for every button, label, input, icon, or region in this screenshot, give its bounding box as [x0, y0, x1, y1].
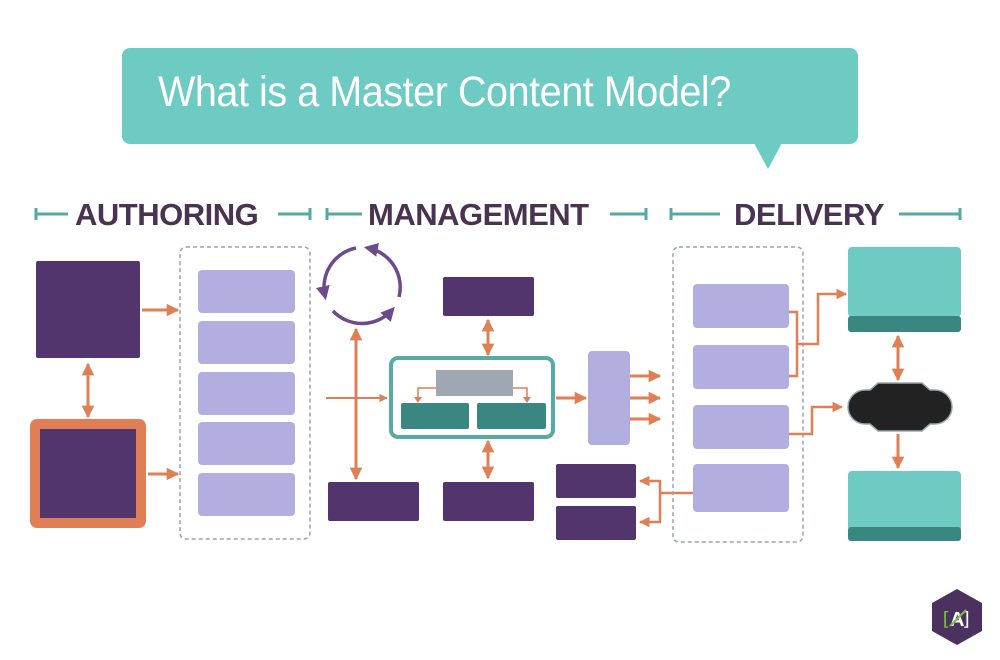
- api-block: [588, 351, 630, 445]
- output-device-top-base: [848, 316, 961, 332]
- title-speech-bubble: What is a Master Content Model?: [122, 48, 858, 144]
- arrowhead: [414, 397, 422, 403]
- delivery-channel-item: [693, 345, 789, 389]
- content-type-item: [198, 473, 295, 516]
- delivery-channel-item: [693, 284, 789, 328]
- return-block-top: [556, 464, 636, 498]
- section-label-management: MANAGEMENT: [368, 197, 589, 232]
- management-top-block: [443, 277, 534, 316]
- api-output-arrows: [630, 369, 662, 426]
- agility-logo: [ ] A: [932, 589, 982, 645]
- author-highlighted-block: [40, 429, 136, 518]
- arrowhead: [523, 397, 531, 403]
- split-arrow: [417, 387, 436, 398]
- delivery-channel-item: [693, 464, 789, 512]
- section-header-authoring: AUTHORING: [34, 197, 312, 232]
- logo-bracket-right: ]: [961, 608, 972, 630]
- arrow-to-device: [797, 288, 848, 346]
- section-header-management: MANAGEMENT: [325, 197, 648, 232]
- distribution-hub-node: [847, 382, 953, 432]
- speech-bubble-tail: [754, 143, 782, 169]
- master-model-header: [436, 370, 513, 396]
- logo-check-accent: [949, 609, 967, 627]
- output-device-bottom: [848, 471, 961, 531]
- model-sub-block-left: [401, 403, 469, 429]
- logo-bracket-left: [: [940, 608, 951, 630]
- management-bottom-block: [443, 482, 534, 521]
- content-type-item: [198, 422, 295, 465]
- logo-hexagon: [932, 589, 982, 645]
- arrow-to-hub: [789, 401, 844, 436]
- section-header-delivery: DELIVERY: [669, 197, 962, 232]
- delivery-channel-list: [693, 284, 789, 512]
- return-block-bottom: [556, 506, 636, 540]
- content-type-item: [198, 270, 295, 313]
- content-type-list: [198, 270, 295, 516]
- content-type-item: [198, 321, 295, 364]
- delivery-group: [672, 246, 804, 543]
- section-label-authoring: AUTHORING: [75, 197, 258, 232]
- output-device-bottom-base: [848, 527, 961, 541]
- model-sub-block-right: [477, 403, 546, 429]
- merge-connector: [789, 310, 799, 378]
- author-source-block: [36, 261, 140, 358]
- content-types-group: [179, 246, 311, 540]
- section-label-delivery: DELIVERY: [734, 197, 885, 232]
- cycle-icon: [316, 243, 402, 326]
- page-title: What is a Master Content Model?: [158, 68, 731, 116]
- delivery-channel-item: [693, 405, 789, 449]
- content-type-item: [198, 372, 295, 415]
- split-arrow: [513, 387, 528, 398]
- output-device-top: [848, 247, 961, 317]
- management-output-block: [328, 482, 419, 521]
- divider-line: [34, 208, 312, 220]
- divider-line: [325, 208, 648, 220]
- divider-line: [669, 208, 962, 220]
